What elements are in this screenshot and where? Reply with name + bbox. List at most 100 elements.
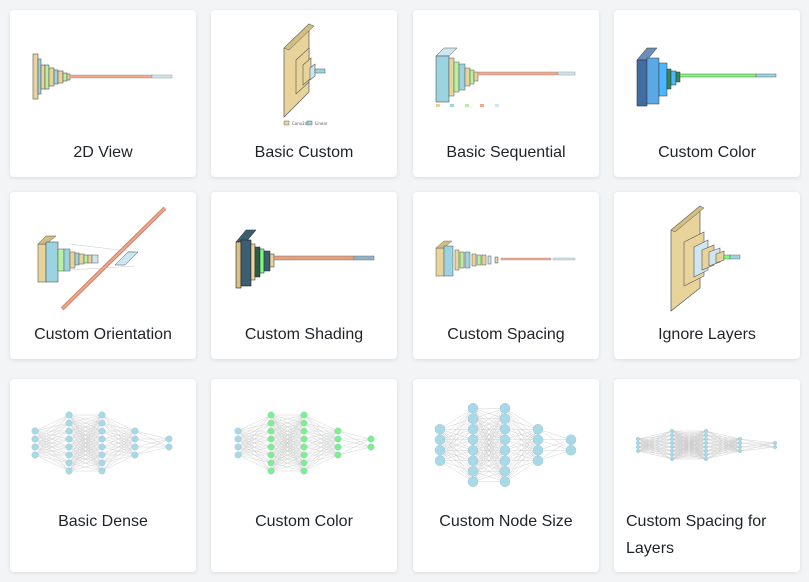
network-node: [467, 434, 479, 445]
network-node: [300, 411, 308, 419]
network-edge: [504, 408, 539, 430]
network-edge: [68, 430, 103, 472]
thumbnail-custom-spacing-layers: [636, 429, 777, 461]
network-edge: [472, 408, 506, 461]
network-edge: [237, 414, 272, 456]
network-node: [737, 444, 742, 449]
network-edge: [34, 430, 70, 456]
gallery-card-custom-color-dense[interactable]: Custom Color: [211, 379, 397, 572]
network-node: [499, 455, 511, 466]
network-node: [65, 419, 73, 427]
network-node: [499, 424, 511, 435]
network-edge: [101, 430, 136, 464]
network-edge: [671, 430, 707, 460]
network-edge: [472, 471, 506, 482]
network-edge: [270, 422, 305, 472]
network-edge: [303, 430, 339, 456]
network-node: [65, 435, 73, 443]
network-node: [334, 427, 342, 435]
network-edge: [504, 450, 539, 482]
network-node: [467, 445, 479, 456]
network-edge: [472, 408, 506, 451]
network-edge: [68, 414, 103, 432]
network-edge: [68, 422, 103, 472]
gallery-card-custom-shading[interactable]: Custom Shading: [211, 192, 397, 359]
network-edge: [705, 434, 741, 440]
gallery-card-custom-color[interactable]: Custom Color: [614, 10, 800, 177]
network-node: [267, 435, 275, 443]
gallery-card-basic-sequential[interactable]: Basic Sequential: [413, 10, 599, 177]
gallery-card-custom-spacing-layers[interactable]: Custom Spacing for Layers: [614, 379, 800, 572]
network-edge: [68, 414, 103, 440]
network-edge: [671, 446, 707, 460]
network-edge: [671, 430, 707, 440]
network-edge: [472, 408, 506, 440]
network-node: [131, 451, 139, 459]
thumbnail-custom-node-size: [434, 403, 577, 487]
network-edge: [439, 408, 474, 451]
network-edge: [472, 408, 506, 482]
network-node: [334, 443, 342, 451]
card-title: Custom Color: [658, 144, 756, 161]
network-edge: [134, 438, 170, 456]
network-node: [31, 435, 39, 443]
network-edge: [739, 442, 776, 452]
network-node: [98, 435, 106, 443]
network-node: [98, 467, 106, 475]
network-edge: [637, 430, 673, 452]
card-title: Ignore Layers: [658, 326, 756, 343]
gallery-card-custom-node-size[interactable]: Custom Node Size: [413, 379, 599, 572]
network-edge: [270, 414, 305, 472]
network-node: [670, 452, 675, 457]
network-edge: [303, 430, 339, 448]
network-edge: [472, 460, 506, 482]
svg-text:Conv2d: Conv2d: [292, 121, 308, 126]
network-node: [499, 413, 511, 424]
network-node: [98, 419, 106, 427]
network-node: [434, 455, 446, 466]
network-node: [499, 466, 511, 477]
gallery-card-custom-spacing[interactable]: Custom Spacing: [413, 192, 599, 359]
network-node: [703, 429, 708, 434]
gallery-card-basic-dense[interactable]: Basic Dense: [10, 379, 196, 572]
network-edge: [504, 418, 539, 430]
network-node: [532, 434, 544, 445]
network-node: [234, 435, 242, 443]
card-title: Custom Spacing for Layers: [626, 513, 767, 557]
network-node: [636, 448, 641, 453]
network-node: [131, 443, 139, 451]
network-edge: [68, 438, 103, 472]
network-node: [300, 443, 308, 451]
network-edge: [34, 414, 70, 432]
network-node: [703, 444, 708, 449]
network-edge: [134, 430, 170, 440]
network-edge: [472, 439, 506, 482]
card-title: Custom Color: [255, 513, 353, 530]
gallery-card-basic-custom[interactable]: Conv2d Linear Basic Custom: [211, 10, 397, 177]
gallery-card-2d-view[interactable]: 2D View: [10, 10, 196, 177]
network-node: [670, 433, 675, 438]
network-node: [98, 459, 106, 467]
network-edge: [472, 450, 506, 482]
network-node: [334, 435, 342, 443]
card-title: Custom Shading: [244, 326, 364, 343]
network-edge: [472, 408, 506, 472]
network-edge: [439, 408, 474, 430]
network-edge: [439, 408, 474, 461]
network-edge: [537, 439, 572, 451]
network-edge: [303, 422, 339, 432]
card-title: Custom Node Size: [439, 513, 573, 530]
network-node: [737, 437, 742, 442]
thumbnail-2d-view: [32, 53, 173, 100]
network-node: [267, 459, 275, 467]
network-edge: [671, 450, 707, 460]
gallery-card-custom-orientation[interactable]: Custom Orientation: [10, 192, 196, 359]
network-edge: [270, 430, 305, 472]
network-edge: [101, 446, 136, 472]
network-node: [499, 445, 511, 456]
network-node: [636, 437, 641, 442]
thumbnail-custom-color-dense: [234, 411, 375, 475]
network-edge: [739, 438, 776, 444]
thumbnail-ignore-layers: [670, 205, 741, 312]
gallery-card-ignore-layers[interactable]: Ignore Layers: [614, 192, 800, 359]
